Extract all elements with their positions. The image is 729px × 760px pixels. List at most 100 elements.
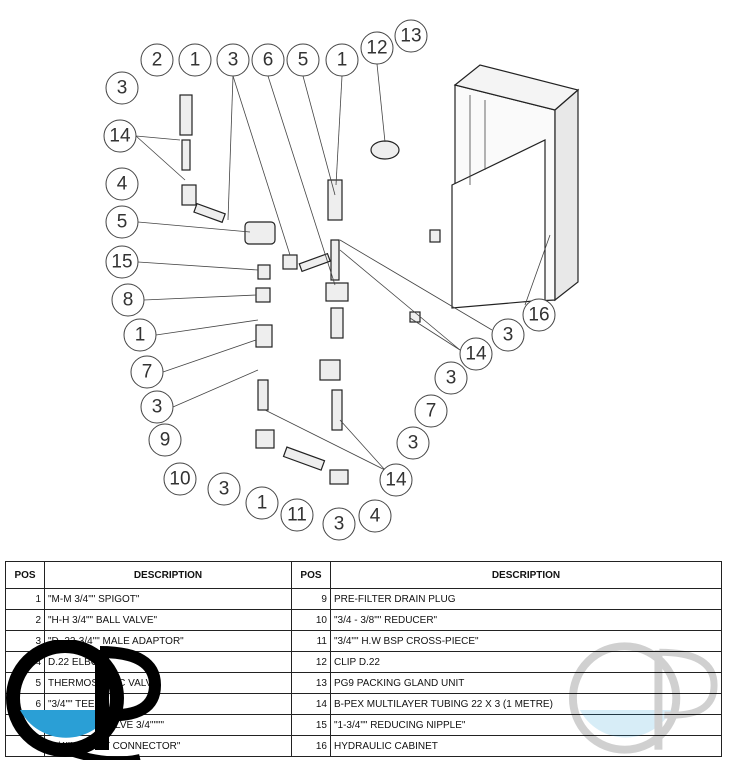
pos-cell: 14 — [290, 693, 331, 715]
callout-number: 1 — [190, 50, 201, 71]
pos-cell: 11 — [290, 630, 331, 652]
description-cell: "H-H 3/4"" BALL VALVE" — [44, 609, 292, 631]
pos-header: POS — [290, 561, 331, 589]
callout-balloon: 3 — [322, 507, 356, 541]
description-cell: "3/4"" 3-PART CONNECTOR" — [44, 735, 292, 757]
callout-balloon: 3 — [105, 71, 139, 105]
callout-balloon: 12 — [360, 31, 394, 65]
hydraulic-cabinet — [451, 64, 580, 309]
callout-number: 6 — [263, 50, 274, 71]
callout-number: 3 — [219, 479, 230, 500]
callout-balloon: 3 — [216, 43, 250, 77]
description-cell: PG9 PACKING GLAND UNIT — [329, 672, 723, 694]
callout-balloon: 3 — [140, 390, 174, 424]
callout-number: 2 — [152, 50, 163, 71]
pos-cell: 8 — [5, 735, 45, 757]
pos-cell: 4 — [5, 651, 45, 673]
callout-balloon: 1 — [123, 318, 157, 352]
pos-cell: 15 — [290, 714, 331, 736]
callout-balloon: 5 — [286, 43, 320, 77]
callout-number: 15 — [111, 252, 132, 273]
callout-number: 8 — [123, 290, 134, 311]
description-cell: "D. 22-3/4"" MALE ADAPTOR" — [44, 630, 292, 652]
description-header: DESCRIPTION — [329, 561, 723, 589]
pos-cell: 16 — [290, 735, 331, 757]
leader-lines — [135, 63, 551, 471]
callout-balloon: 1 — [325, 43, 359, 77]
callout-number: 4 — [117, 174, 128, 195]
pos-cell: 7 — [5, 714, 45, 736]
callout-number: 10 — [169, 469, 190, 490]
description-cell: "3/4"" H.W BSP CROSS-PIECE" — [329, 630, 723, 652]
table-row: 6 "3/4"" TEE" 14 B-PEX MULTILAYER TUBING… — [5, 693, 723, 715]
table-row: 2 "H-H 3/4"" BALL VALVE" 10 "3/4 - 3/8""… — [5, 609, 723, 631]
callout-balloon: 13 — [394, 19, 428, 53]
callout-balloon: 7 — [130, 355, 164, 389]
callout-balloon: 16 — [522, 298, 556, 332]
callout-balloon: 6 — [251, 43, 285, 77]
callout-balloon: 3 — [207, 472, 241, 506]
callout-balloon: 3 — [434, 361, 468, 395]
description-cell: "3/4"" TEE" — [44, 693, 292, 715]
callout-number: 5 — [117, 212, 128, 233]
callout-number: 7 — [426, 401, 437, 422]
callout-number: 3 — [503, 325, 514, 346]
description-cell: HYDRAULIC CABINET — [329, 735, 723, 757]
callout-number: 1 — [337, 50, 348, 71]
callout-number: 14 — [465, 344, 487, 365]
callout-balloon: 5 — [105, 205, 139, 239]
callout-number: 11 — [287, 505, 307, 526]
callout-balloon: 1 — [245, 486, 279, 520]
pos-cell: 3 — [5, 630, 45, 652]
pos-cell: 10 — [290, 609, 331, 631]
callout-number: 16 — [528, 305, 549, 326]
callout-number: 9 — [160, 430, 171, 451]
parts-table: POS DESCRIPTION POS DESCRIPTION 1 "M-M 3… — [5, 561, 723, 757]
callout-balloon: 14 — [459, 337, 493, 371]
callout-balloon: 14 — [379, 463, 413, 497]
table-row: 5 THERMOSTATIC VALVE 13 PG9 PACKING GLAN… — [5, 672, 723, 694]
pos-cell: 5 — [5, 672, 45, 694]
pos-cell: 2 — [5, 609, 45, 631]
callout-balloon: 1 — [178, 43, 212, 77]
callout-number: 14 — [385, 470, 407, 491]
description-cell: D.22 ELBOW — [44, 651, 292, 673]
callout-balloon: 7 — [414, 394, 448, 428]
callout-number: 7 — [142, 362, 153, 383]
pos-cell: 9 — [290, 588, 331, 610]
description-cell: CLIP D.22 — [329, 651, 723, 673]
callout-number: 3 — [152, 397, 163, 418]
description-header: DESCRIPTION — [44, 561, 292, 589]
fittings — [179, 94, 441, 485]
description-cell: "1-3/4"" REDUCING NIPPLE" — [329, 714, 723, 736]
callout-number: 3 — [334, 514, 345, 535]
callout-balloon: 8 — [111, 283, 145, 317]
pos-cell: 1 — [5, 588, 45, 610]
callout-number: 3 — [117, 78, 128, 99]
callout-balloon: 15 — [105, 245, 139, 279]
description-cell: PRE-FILTER DRAIN PLUG — [329, 588, 723, 610]
description-cell: "3/4 - 3/8"" REDUCER" — [329, 609, 723, 631]
callout-balloon: 3 — [491, 318, 525, 352]
table-row: 7 SOLENOID VALVE 3/4"""" 15 "1-3/4"" RED… — [5, 714, 723, 736]
description-cell: THERMOSTATIC VALVE — [44, 672, 292, 694]
callout-balloon: 2 — [140, 43, 174, 77]
table-row: 8 "3/4"" 3-PART CONNECTOR" 16 HYDRAULIC … — [5, 735, 723, 757]
callout-balloon: 4 — [105, 167, 139, 201]
callout-number: 3 — [446, 368, 457, 389]
callout-balloon: 11 — [280, 498, 314, 532]
description-cell: "M-M 3/4"" SPIGOT" — [44, 588, 292, 610]
callout-number: 4 — [370, 506, 381, 527]
callout-number: 1 — [135, 325, 146, 346]
callout-number: 3 — [408, 433, 419, 454]
callout-number: 13 — [400, 26, 421, 47]
callout-balloon: 9 — [148, 423, 182, 457]
callout-number: 5 — [298, 50, 309, 71]
pos-header: POS — [5, 561, 45, 589]
table-row: 4 D.22 ELBOW 12 CLIP D.22 — [5, 651, 723, 673]
callout-balloon: 14 — [103, 119, 137, 153]
pos-cell: 13 — [290, 672, 331, 694]
callout-balloon: 4 — [358, 499, 392, 533]
callout-balloon: 3 — [396, 426, 430, 460]
